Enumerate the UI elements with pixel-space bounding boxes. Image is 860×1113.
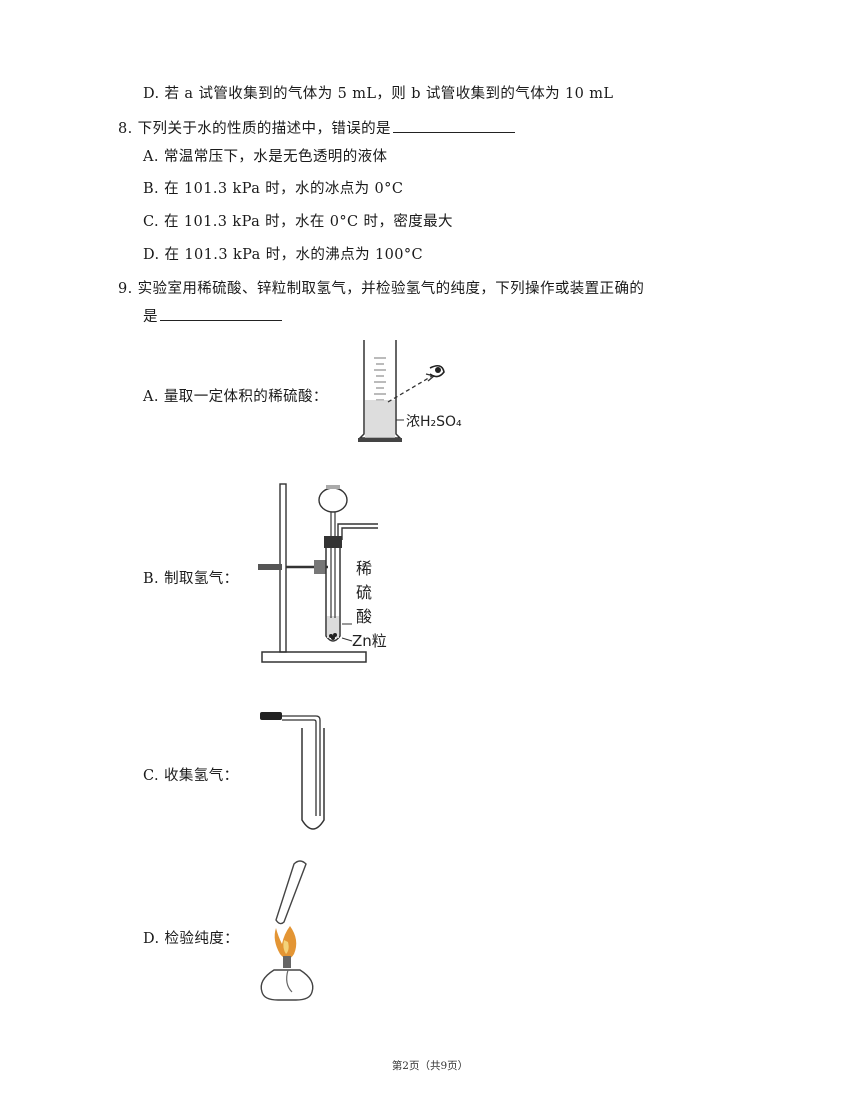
figure-b-label-suan: 酸 xyxy=(356,607,372,626)
q8-stem: 8. 下列关于水的性质的描述中，错误的是 xyxy=(118,117,515,138)
alcohol-lamp-purity-test-figure xyxy=(260,860,314,1001)
q8-stem-text: 8. 下列关于水的性质的描述中，错误的是 xyxy=(118,121,391,137)
q8-option-b: B. 在 101.3 kPa 时，水的冰点为 0°C xyxy=(143,181,404,197)
q9-stem-line1: 9. 实验室用稀硫酸、锌粒制取氢气，并检验氢气的纯度，下列操作或装置正确的 xyxy=(118,281,645,297)
q9-option-a-label: A. 量取一定体积的稀硫酸： xyxy=(143,389,328,405)
q7-option-d: D. 若 a 试管收集到的气体为 5 mL，则 b 试管收集到的气体为 10 m… xyxy=(143,86,614,102)
q8-option-d: D. 在 101.3 kPa 时，水的沸点为 100°C xyxy=(143,247,424,263)
q9-answer-blank xyxy=(159,306,282,321)
q9-option-b-label: B. 制取氢气： xyxy=(143,571,239,587)
figure-b-label-xi: 稀 xyxy=(356,559,372,578)
q9-option-d-label: D. 检验纯度： xyxy=(143,931,240,947)
hydrogen-generator-figure: 稀 硫 酸 Zn粒 xyxy=(258,483,387,663)
q9-option-c-label: C. 收集氢气： xyxy=(143,768,239,784)
figure-a-label-h2so4: 浓H₂SO₄ xyxy=(406,414,462,430)
test-tube-collection-figure xyxy=(260,712,325,830)
graduated-cylinder-figure: 浓H₂SO₄ xyxy=(358,340,462,442)
q9-stem-line2: 是 xyxy=(143,305,282,326)
figure-b-label-liu: 硫 xyxy=(356,583,372,602)
q9-stem-line2-text: 是 xyxy=(143,309,158,325)
page-footer: 第2页（共9页） xyxy=(391,1060,469,1072)
q8-answer-blank xyxy=(392,118,515,133)
figure-b-label-zn: Zn粒 xyxy=(352,632,387,650)
q8-option-a: A. 常温常压下，水是无色透明的液体 xyxy=(143,149,388,165)
q8-option-c: C. 在 101.3 kPa 时，水在 0°C 时，密度最大 xyxy=(143,214,453,230)
